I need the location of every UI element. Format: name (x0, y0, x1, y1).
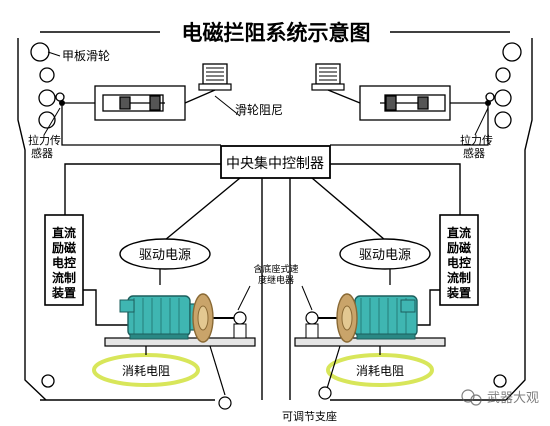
speed-relay (233, 311, 247, 325)
pulley (485, 92, 495, 102)
damper-label: 滑轮阻尼 (235, 103, 283, 117)
coupler-label-1: 含底座式速 (253, 263, 298, 275)
dc-label-line: 装置 (446, 285, 471, 300)
diagram-title: 电磁拦阻系统示意图 (182, 21, 371, 45)
dc-label-line: 电控 (52, 255, 76, 270)
cylinder-left (62, 85, 216, 121)
cylinder-right (327, 85, 488, 121)
sensor-wiring (61, 106, 489, 146)
speed-relay (305, 311, 319, 325)
drive-source-right (339, 238, 431, 270)
bottom-partial-label: 可调节支座 (282, 409, 337, 422)
drive-source-left (119, 238, 211, 270)
dc-label-line: 直流 (447, 225, 471, 240)
dc-label-line: 流制 (52, 270, 76, 285)
motor-base (129, 333, 189, 340)
dc-label-line: 直流 (52, 225, 76, 240)
consume-resistor-left-label: 消耗电阻 (122, 364, 170, 378)
speed-relay-base (233, 323, 247, 339)
motor-base (356, 333, 416, 340)
motor-body (127, 295, 191, 337)
pulley (55, 92, 65, 102)
pulley (494, 89, 512, 107)
damper-left (198, 63, 232, 91)
pulley (494, 111, 512, 129)
dc-label-line: 励磁 (447, 240, 471, 255)
tension-sensor-node (59, 100, 65, 106)
pulley (495, 67, 511, 83)
tension-sensor-label-left-2: 感器 (31, 147, 53, 160)
pulley (30, 42, 50, 62)
motor-left (119, 295, 201, 340)
dc-label-line: 流制 (447, 270, 471, 285)
pulley (38, 89, 56, 107)
cable-frame (17, 31, 533, 401)
motor-terminal (119, 299, 135, 313)
leader-line (237, 285, 313, 311)
pulley (502, 42, 522, 62)
right-pulley-stack (485, 42, 522, 388)
leader-line (214, 95, 241, 117)
leader-line (474, 107, 489, 136)
brake-disc-hub (197, 305, 209, 331)
leader-line (47, 51, 61, 57)
pulley (39, 67, 55, 83)
dc-label-line: 电控 (447, 255, 471, 270)
leader-line (43, 107, 61, 136)
watermark: 武器大观 (461, 389, 539, 406)
coupler-discs (192, 293, 358, 343)
damper-right (311, 63, 345, 91)
adjuster-feet (209, 345, 341, 410)
dc-label-line: 励磁 (52, 240, 76, 255)
tension-sensor-node (485, 100, 491, 106)
pulley (493, 374, 507, 388)
drive-source-right-label: 驱动电源 (359, 248, 411, 263)
dc-box-left (44, 214, 84, 306)
motor-terminal (400, 299, 416, 313)
tension-sensor-label-right-2: 感器 (463, 147, 485, 160)
consume-resistor-right-label: 消耗电阻 (356, 364, 404, 378)
drive-source-left-label: 驱动电源 (139, 248, 191, 263)
pulley (41, 374, 55, 388)
brake-disc-hub (341, 305, 353, 331)
speed-relay-base (305, 323, 319, 339)
watermark-text: 武器大观 (487, 391, 539, 406)
tension-sensor-label-left: 拉力传 (28, 133, 61, 147)
tension-sensor-label-right: 拉力传 (460, 133, 493, 147)
pulley-label: 甲板滑轮 (62, 49, 110, 63)
dc-box-right (439, 214, 479, 306)
coupler-label-2: 度继电器 (258, 274, 294, 286)
controller-wiring (64, 163, 461, 400)
central-controller-box (220, 145, 331, 179)
dc-label-line: 装置 (51, 285, 76, 300)
central-controller-label: 中央集中控制器 (226, 155, 324, 172)
